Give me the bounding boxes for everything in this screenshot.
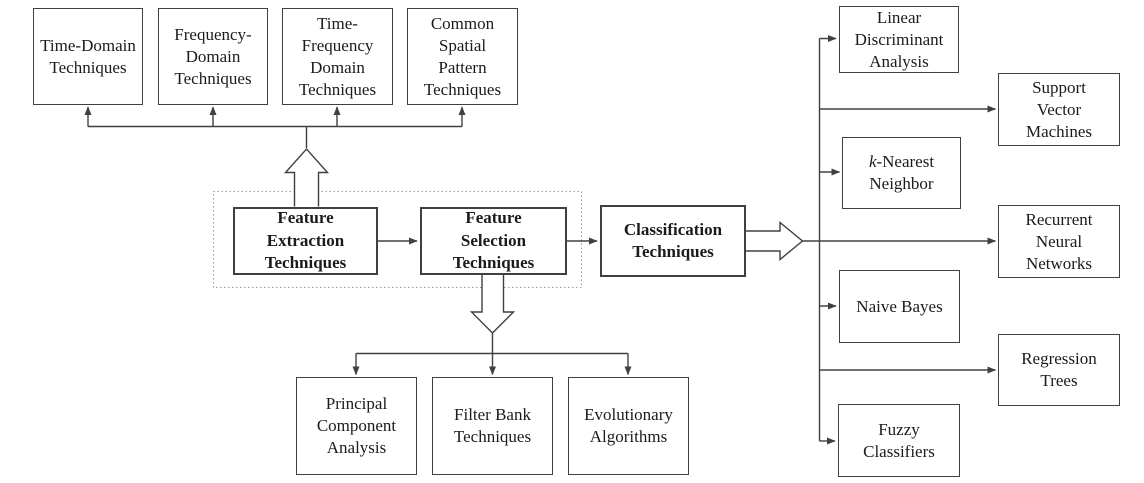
- node-label: Regression Trees: [1021, 349, 1097, 390]
- node-label: Recurrent Neural Networks: [1025, 209, 1093, 273]
- node-evolutionary-algorithms: Evolutionary Algorithms: [568, 377, 689, 475]
- node-support-vector-machines: Support Vector Machines: [998, 73, 1120, 146]
- node-label: Frequency- Domain Techniques: [174, 24, 252, 88]
- node-label: Time- Frequency Domain Techniques: [298, 13, 377, 99]
- hollow-arrow-right: [746, 221, 804, 261]
- node-common-spatial-pattern-techniques: Common Spatial Pattern Techniques: [407, 8, 518, 105]
- node-label: Principal Component Analysis: [316, 394, 397, 457]
- node-regression-trees: Regression Trees: [998, 334, 1120, 406]
- node-k-nearest-neighbor: k-Nearest Neighbor: [842, 137, 961, 209]
- node-feature-selection-techniques: Feature Selection Techniques: [420, 207, 567, 275]
- node-label: Fuzzy Classifiers: [863, 419, 935, 461]
- node-label: Feature Selection Techniques: [452, 208, 535, 273]
- node-label: Classification Techniques: [623, 219, 723, 262]
- node-recurrent-neural-networks: Recurrent Neural Networks: [998, 205, 1120, 278]
- node-label: Filter Bank Techniques: [453, 405, 532, 446]
- connector-top-tree: [88, 125, 462, 148]
- node-time-frequency-domain-techniques: Time- Frequency Domain Techniques: [282, 8, 393, 105]
- hollow-arrow-up: [283, 147, 330, 207]
- connector-bottom-tree: [356, 333, 628, 355]
- node-label: k-Nearest Neighbor: [868, 152, 935, 193]
- hollow-arrow-down: [469, 275, 516, 334]
- node-label: Linear Discriminant Analysis: [854, 7, 944, 71]
- node-time-domain-techniques: Time-Domain Techniques: [33, 8, 143, 105]
- node-naive-bayes: Naive Bayes: [839, 270, 960, 343]
- node-label: Evolutionary Algorithms: [584, 405, 673, 446]
- node-label: Common Spatial Pattern Techniques: [423, 13, 502, 99]
- node-feature-extraction-techniques: Feature Extraction Techniques: [233, 207, 378, 275]
- node-frequency-domain-techniques: Frequency- Domain Techniques: [158, 8, 268, 105]
- node-classification-techniques: Classification Techniques: [600, 205, 746, 277]
- node-filter-bank-techniques: Filter Bank Techniques: [432, 377, 553, 475]
- node-principal-component-analysis: Principal Component Analysis: [296, 377, 417, 475]
- node-linear-discriminant-analysis: Linear Discriminant Analysis: [839, 6, 959, 73]
- node-label: Feature Extraction Techniques: [264, 208, 347, 273]
- node-label: Naive Bayes: [856, 296, 943, 316]
- node-label: Support Vector Machines: [1025, 77, 1093, 141]
- node-fuzzy-classifiers: Fuzzy Classifiers: [838, 404, 960, 477]
- node-label: Time-Domain Techniques: [40, 35, 136, 77]
